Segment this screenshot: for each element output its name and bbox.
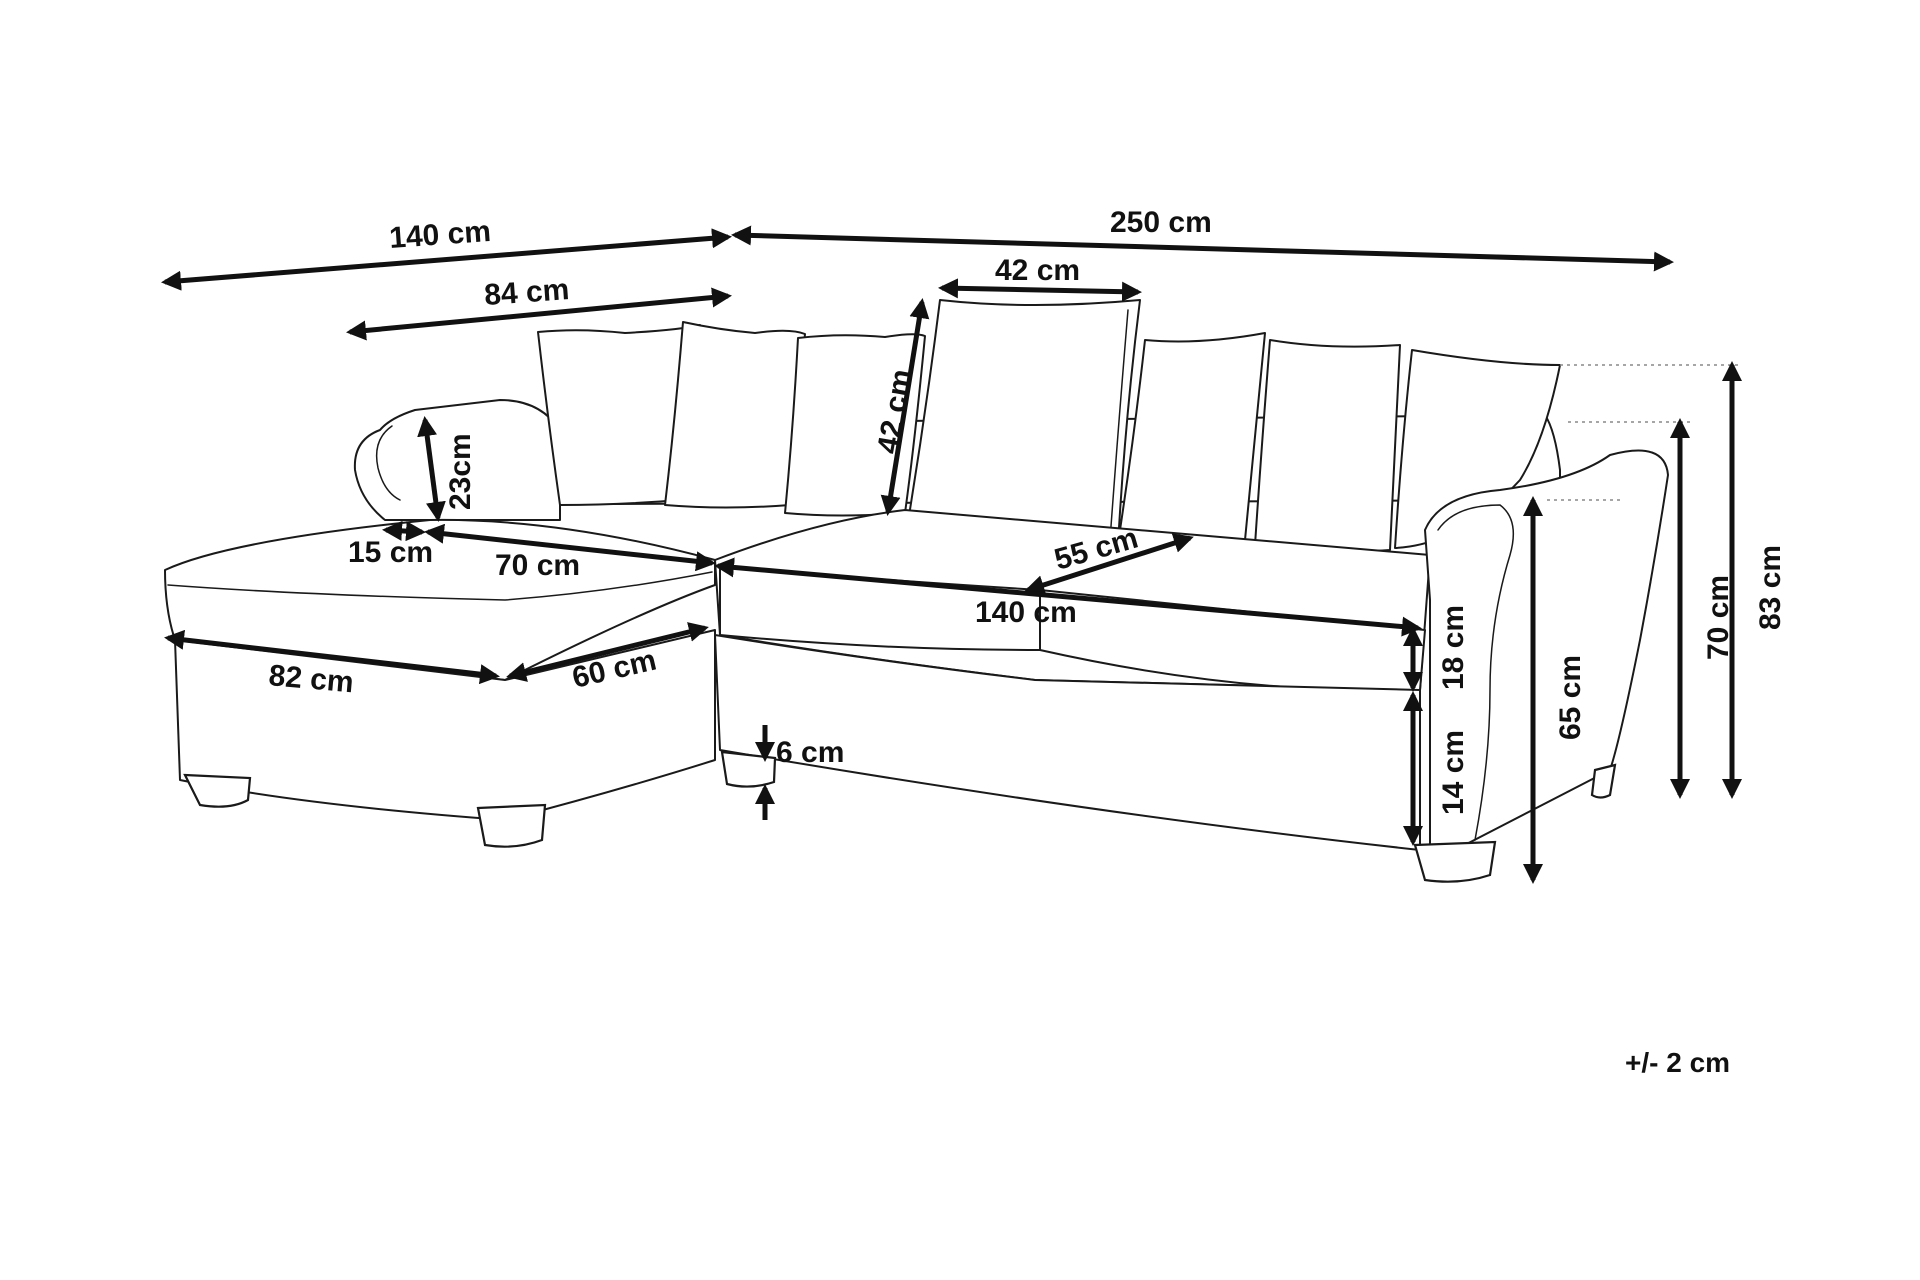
label-83: 83 cm bbox=[1754, 545, 1787, 630]
dim-arrow-140-seat bbox=[714, 557, 1422, 637]
dim-arrow-84 bbox=[346, 287, 732, 341]
label-18: 18 cm bbox=[1437, 605, 1470, 690]
guide-lines bbox=[1545, 364, 1742, 501]
label-82: 82 cm bbox=[267, 659, 355, 699]
chaise-piping bbox=[167, 571, 713, 601]
dim-arrow-140-chaise bbox=[161, 228, 732, 291]
right-armrest-scroll bbox=[1437, 504, 1515, 841]
sofa-leg-front-right bbox=[1413, 840, 1497, 883]
back-cushion-4 bbox=[904, 299, 1141, 547]
dim-arrow-42-height bbox=[880, 298, 930, 516]
dim-arrow-23 bbox=[417, 416, 446, 522]
tolerance-note: +/- 2 cm bbox=[1625, 1047, 1730, 1078]
label-140-chaise: 140 cm bbox=[388, 215, 492, 255]
back-cushion-6 bbox=[1254, 339, 1401, 553]
dimension-lines bbox=[161, 225, 1742, 884]
right-armrest bbox=[1424, 449, 1669, 851]
label-6: 6 cm bbox=[776, 736, 844, 769]
back-cushion-2 bbox=[664, 321, 806, 509]
label-250: 250 cm bbox=[1110, 206, 1212, 239]
sofa-leg-back-right bbox=[1590, 763, 1617, 799]
label-14: 14 cm bbox=[1437, 730, 1470, 815]
back-cushion-4-fold bbox=[1109, 309, 1129, 541]
label-70-height: 70 cm bbox=[1702, 575, 1735, 660]
label-15: 15 cm bbox=[348, 536, 433, 569]
dim-arrow-250 bbox=[731, 225, 1674, 272]
label-42-width: 42 cm bbox=[995, 254, 1080, 287]
back-cushion-5 bbox=[1119, 332, 1266, 543]
sofa-base-panel bbox=[714, 634, 1421, 851]
dim-arrow-42-width bbox=[938, 278, 1142, 302]
chaise-leg-back bbox=[183, 773, 252, 808]
dim-arrow-15 bbox=[382, 520, 426, 542]
label-70-depth: 70 cm bbox=[495, 549, 580, 582]
label-65: 65 cm bbox=[1554, 655, 1587, 740]
chaise-leg-front bbox=[476, 803, 547, 848]
label-84: 84 cm bbox=[483, 273, 570, 312]
back-cushion-7 bbox=[1394, 349, 1561, 549]
dim-arrow-82 bbox=[164, 629, 500, 685]
left-armrest-scroll bbox=[375, 425, 401, 501]
label-23: 23cm bbox=[444, 433, 477, 510]
dim-arrow-70-depth bbox=[424, 523, 716, 572]
dim-arrow-60 bbox=[506, 622, 709, 682]
label-140-seat: 140 cm bbox=[975, 596, 1077, 629]
